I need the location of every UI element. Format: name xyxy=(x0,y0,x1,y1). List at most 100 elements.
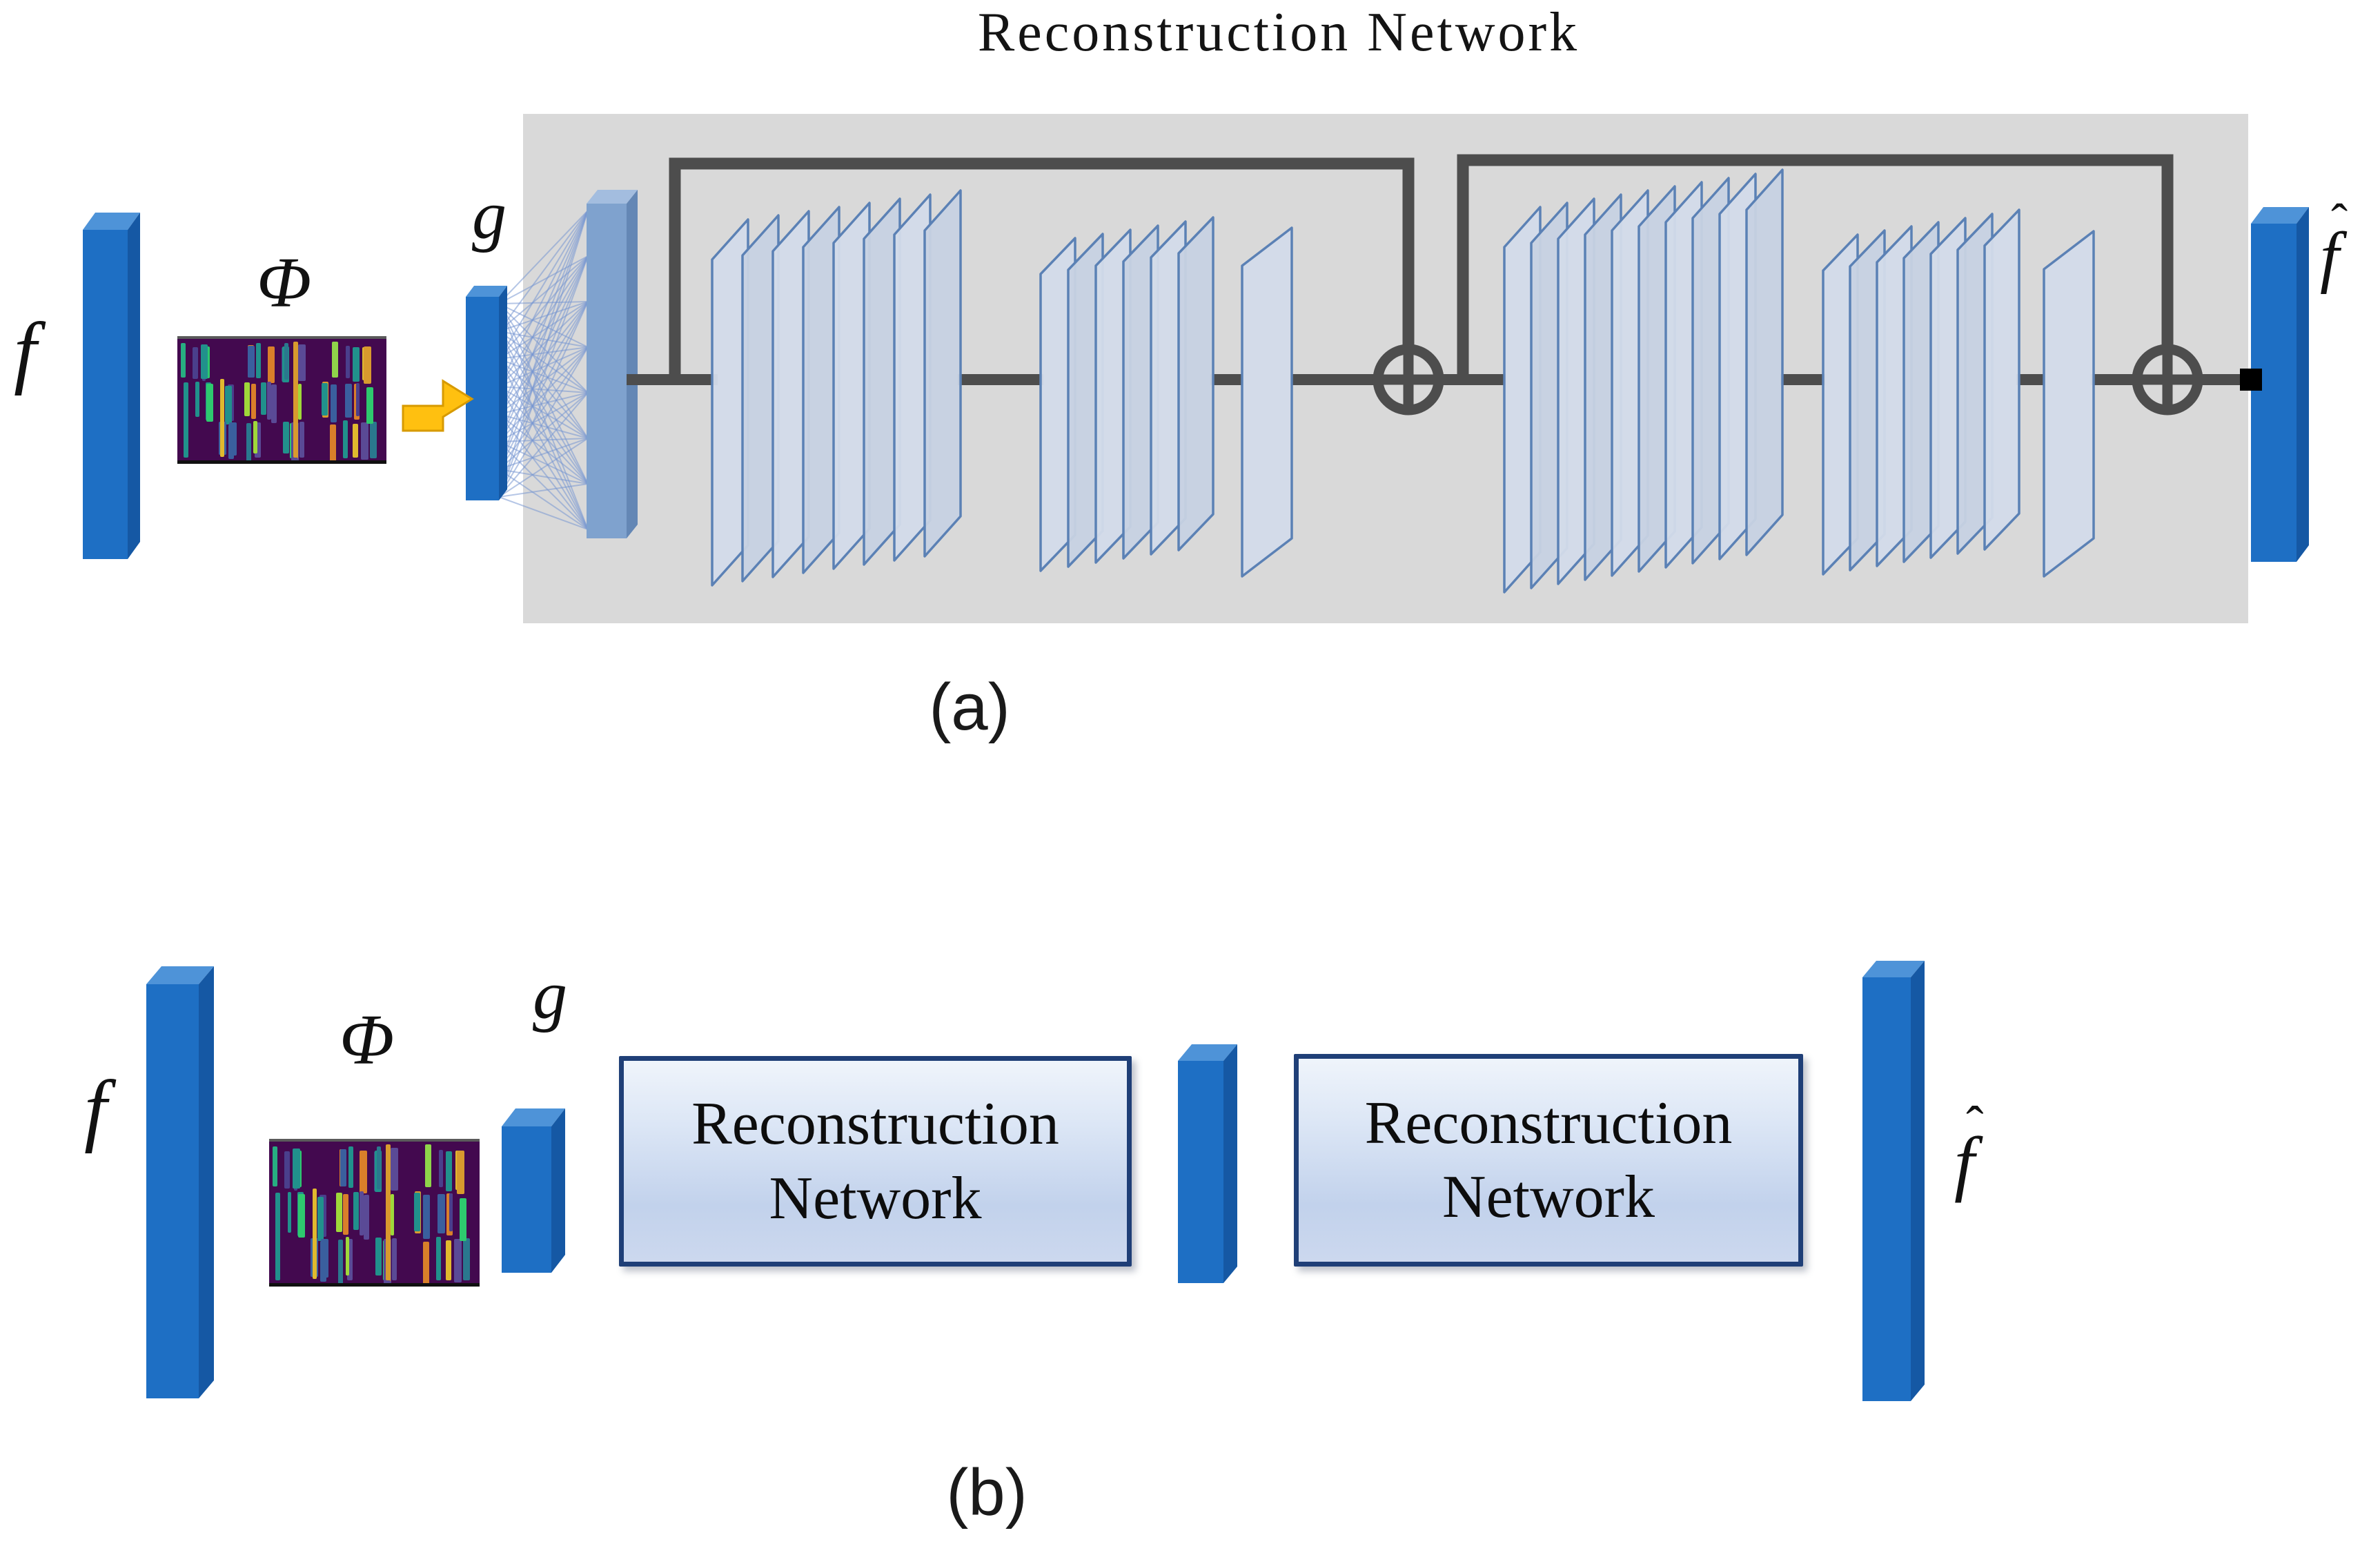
box2-label-line1: Reconstruction xyxy=(1364,1089,1733,1157)
phi-matrix-dash xyxy=(330,424,337,460)
intermediate-vector-bar-b xyxy=(1178,1044,1237,1283)
phi-matrix-dash xyxy=(332,341,339,378)
phi-matrix-dash xyxy=(360,1151,367,1194)
phi-matrix-dash xyxy=(293,341,299,458)
phi-matrix-dash xyxy=(298,344,306,381)
phi-matrix-dash xyxy=(390,1194,394,1236)
phi-matrix-dash xyxy=(338,1240,344,1283)
output-label-b-base: f xyxy=(1954,1122,1975,1203)
phi-matrix-dash xyxy=(343,420,348,458)
phi-matrix-dash xyxy=(347,1238,353,1280)
phi-matrix-dash xyxy=(201,344,208,380)
conv-stack-2 xyxy=(1039,216,1214,572)
input-label-b: f xyxy=(84,1064,107,1154)
skip-connection-2 xyxy=(1457,154,2174,384)
phi-matrix-dash xyxy=(271,384,277,423)
phi-matrix-dash xyxy=(414,1193,421,1231)
phi-matrix-dash xyxy=(391,1238,397,1280)
phi-matrix-dash xyxy=(181,342,186,378)
phi-matrix-dash xyxy=(449,1193,453,1232)
output-vector-bar-a xyxy=(2251,207,2309,562)
measurement-arrow-icon xyxy=(402,379,474,432)
phi-matrix-dash xyxy=(255,422,261,458)
phi-matrix-dash xyxy=(353,346,360,382)
reconstruction-network-box-2: Reconstruction Network xyxy=(1294,1054,1803,1267)
input-vector-bar-b xyxy=(146,966,214,1398)
phi-matrix-dash xyxy=(248,345,255,378)
measurement-bar-a xyxy=(466,286,507,500)
phi-matrix-dash xyxy=(321,382,328,416)
input-label-a: f xyxy=(14,306,37,396)
phi-matrix-dash xyxy=(298,1193,306,1238)
phi-matrix-dash xyxy=(360,1191,364,1236)
phi-measurement-matrix-b xyxy=(269,1139,480,1287)
output-label-a-base: f xyxy=(2320,218,2339,295)
phi-matrix-dash xyxy=(364,1195,369,1240)
phi-matrix-dash xyxy=(312,1188,317,1279)
phi-matrix-dash xyxy=(445,1151,453,1192)
phi-matrix-dash xyxy=(184,382,189,458)
phi-matrix-dash xyxy=(260,382,266,416)
phi-matrix-dash xyxy=(391,1148,398,1191)
panel-a-title: Reconstruction Network xyxy=(977,2,1580,63)
conv-plane-2 xyxy=(2043,230,2095,578)
phi-matrix-dash xyxy=(457,1151,464,1194)
phi-matrix-dash xyxy=(284,1151,290,1189)
phi-matrix-dash xyxy=(336,1192,342,1232)
phi-matrix-dash xyxy=(267,346,275,384)
adder-icon-2 xyxy=(2132,344,2203,416)
phi-matrix-dash xyxy=(250,383,256,419)
phi-matrix-dash xyxy=(453,1238,462,1283)
fc-expansion-bar xyxy=(587,190,638,538)
conv-stack-4 xyxy=(1822,208,2020,576)
phi-matrix-dash xyxy=(345,1237,350,1276)
phi-matrix-dash xyxy=(244,382,250,417)
phi-matrix-dash xyxy=(460,1198,467,1241)
phi-matrix-dash xyxy=(287,1191,291,1233)
output-endpoint xyxy=(2240,369,2262,391)
phi-matrix-dash xyxy=(317,1196,324,1241)
phi-matrix-dash xyxy=(438,1149,443,1188)
phi-matrix-dash xyxy=(435,1237,441,1281)
phi-label-a: Φ xyxy=(257,243,312,322)
phi-matrix-dash xyxy=(253,420,257,454)
reconstruction-network-box-1: Reconstruction Network xyxy=(619,1056,1132,1267)
phi-matrix-dash xyxy=(375,1238,382,1276)
phi-matrix-dash xyxy=(437,1193,446,1233)
phi-matrix-dash xyxy=(297,384,302,420)
measurement-box-b xyxy=(502,1108,565,1273)
conv-stack-3 xyxy=(1503,168,1784,594)
phi-matrix-dash xyxy=(422,1241,429,1283)
phi-matrix-dash xyxy=(423,1194,430,1240)
phi-matrix-dash xyxy=(353,1192,359,1231)
phi-measurement-matrix-a xyxy=(177,336,386,464)
phi-matrix-dash xyxy=(228,422,237,456)
conv-plane-1 xyxy=(1241,226,1293,578)
phi-matrix-dash xyxy=(463,1238,470,1281)
phi-matrix-dash xyxy=(267,381,272,420)
phi-matrix-dash xyxy=(225,386,232,424)
box1-label-line2: Network xyxy=(769,1164,982,1232)
phi-matrix-dash xyxy=(370,422,377,458)
phi-matrix-dash xyxy=(386,1144,391,1280)
phi-matrix-dash xyxy=(256,343,261,379)
input-vector-bar-a xyxy=(83,213,140,559)
phi-label-b: Φ xyxy=(340,1000,395,1079)
phi-matrix-dash xyxy=(353,424,359,458)
phi-matrix-dash xyxy=(299,421,304,458)
hat-accent: ˆ xyxy=(1966,1095,1984,1155)
phi-matrix-dash xyxy=(364,346,372,384)
phi-matrix-dash xyxy=(348,1146,353,1188)
box2-label-line2: Network xyxy=(1442,1164,1655,1231)
phi-matrix-dash xyxy=(340,1149,347,1187)
phi-matrix-dash xyxy=(284,342,288,380)
phi-matrix-dash xyxy=(220,379,225,457)
phi-matrix-dash xyxy=(321,1239,329,1278)
caption-a: (a) xyxy=(929,670,1010,744)
phi-matrix-dash xyxy=(424,1144,431,1187)
phi-matrix-dash xyxy=(275,1192,281,1280)
fan-connections xyxy=(498,210,589,530)
